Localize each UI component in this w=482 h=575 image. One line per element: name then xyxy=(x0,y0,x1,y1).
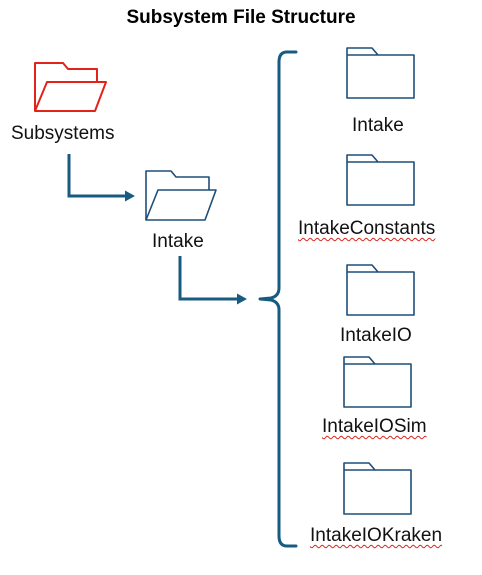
file-label-intakeiosim: IntakeIOSim xyxy=(322,416,427,437)
intake-open-folder-icon xyxy=(145,170,217,221)
subsystems-open-folder-icon xyxy=(34,62,107,112)
arrow-subsystems-to-intake xyxy=(67,154,135,202)
intake-subsystem-label: Intake xyxy=(152,231,204,252)
file-label-intakeio: IntakeIO xyxy=(340,325,412,346)
intakeconstants-folder-icon xyxy=(346,154,415,206)
file-label-intake: Intake xyxy=(352,115,404,136)
subsystems-label: Subsystems xyxy=(11,123,115,144)
intakeio-folder-icon xyxy=(346,264,415,316)
diagram-title: Subsystem File Structure xyxy=(126,7,356,28)
file-group-brace xyxy=(258,50,298,548)
intakeiokraken-folder-icon xyxy=(343,462,412,515)
intakeiosim-folder-icon xyxy=(343,356,412,408)
intake-folder-icon xyxy=(346,47,415,99)
file-label-intakeiokraken: IntakeIOKraken xyxy=(310,525,443,546)
arrow-intake-to-files xyxy=(178,256,247,305)
file-label-intakeconstants: IntakeConstants xyxy=(298,218,436,239)
